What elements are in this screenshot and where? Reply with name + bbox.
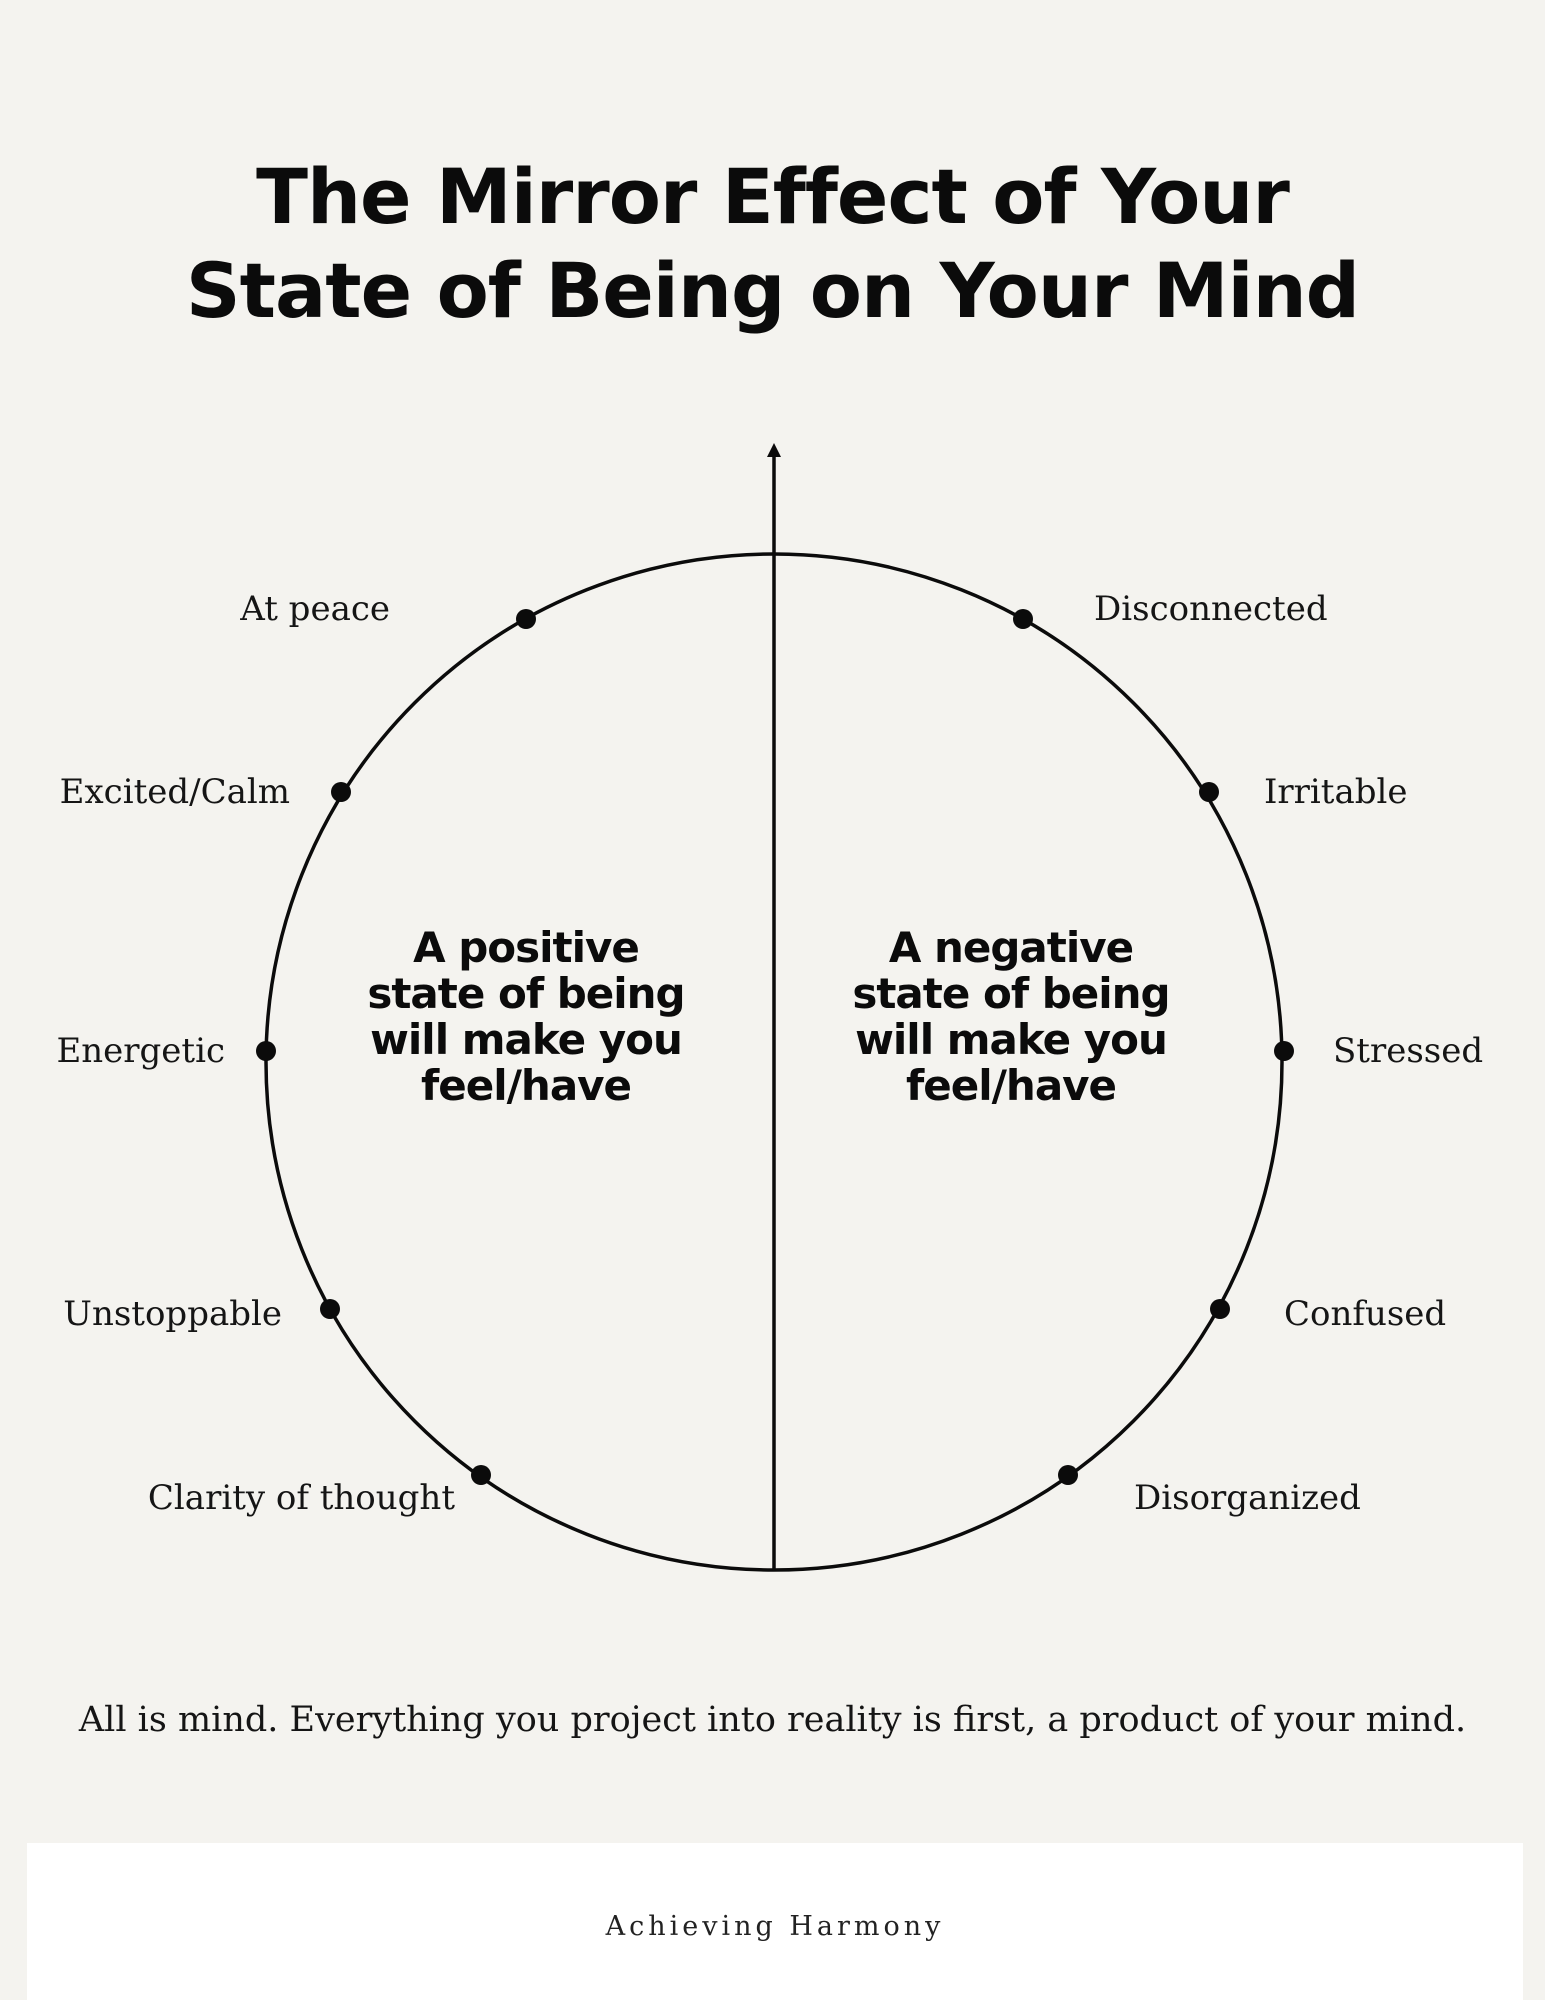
label-excited-calm: Excited/Calm <box>59 772 290 812</box>
right-marker-dot <box>1210 1299 1230 1319</box>
left-marker-dot <box>256 1041 276 1061</box>
mirror-circle-diagram <box>256 443 1294 1572</box>
brand-name: Achieving Harmony <box>605 1911 945 1942</box>
title-line-2: State of Being on Your Mind <box>185 246 1360 335</box>
left-marker-dot <box>320 1299 340 1319</box>
label-disorganized: Disorganized <box>1134 1478 1361 1518</box>
left-marker-dot <box>516 609 536 629</box>
tagline: All is mind. Everything you project into… <box>78 1700 1467 1740</box>
right-marker-dot <box>1058 1465 1078 1485</box>
label-disconnected: Disconnected <box>1094 589 1328 629</box>
label-clarity-of-thought: Clarity of thought <box>147 1478 455 1518</box>
label-stressed: Stressed <box>1333 1031 1484 1071</box>
right-marker-dot <box>1274 1041 1294 1061</box>
label-at-peace: At peace <box>240 589 390 629</box>
label-unstoppable: Unstoppable <box>63 1294 282 1334</box>
positive-state-text: A positive state of being will make you … <box>367 923 685 1110</box>
title-line-1: The Mirror Effect of Your <box>256 152 1290 241</box>
page-title: The Mirror Effect of Your State of Being… <box>0 150 1545 338</box>
left-marker-dot <box>471 1465 491 1485</box>
footer-band: Achieving Harmony <box>27 1843 1523 2000</box>
right-marker-dot <box>1013 609 1033 629</box>
label-irritable: Irritable <box>1264 772 1408 812</box>
label-confused: Confused <box>1284 1294 1447 1334</box>
axis-arrowhead-icon <box>767 443 781 457</box>
negative-state-text: A negative state of being will make you … <box>852 923 1170 1110</box>
right-marker-dot <box>1199 782 1219 802</box>
label-energetic: Energetic <box>56 1031 225 1071</box>
left-marker-dot <box>331 782 351 802</box>
